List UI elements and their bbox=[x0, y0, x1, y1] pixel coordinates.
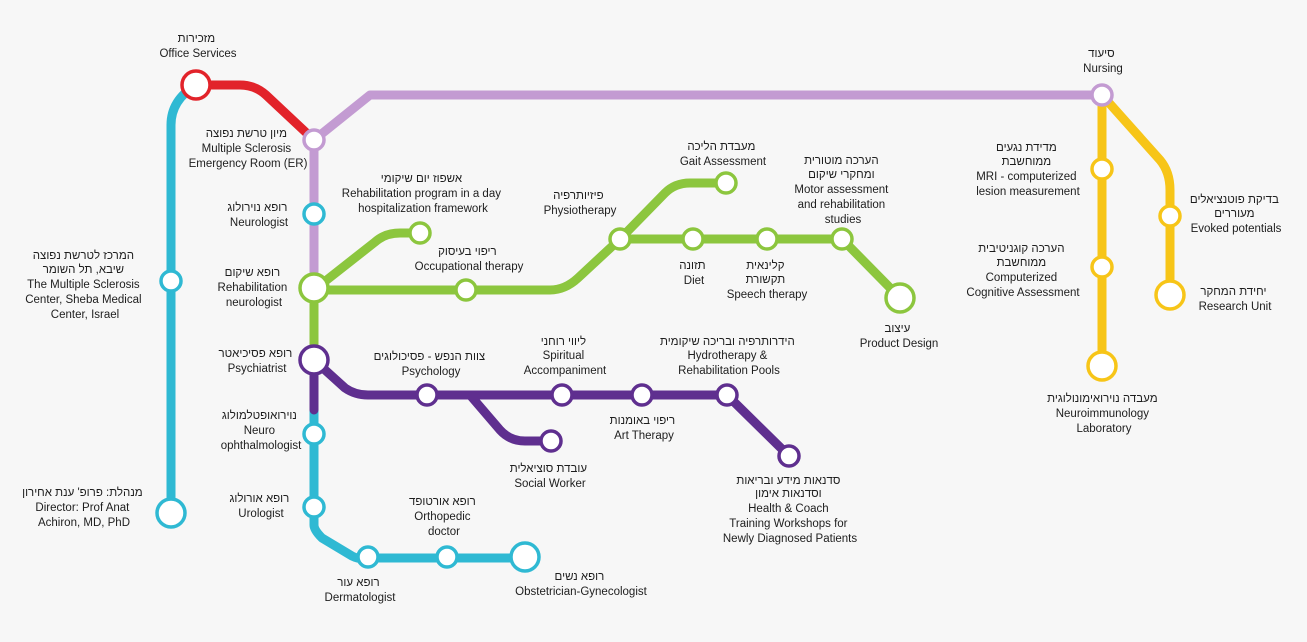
label-hydrotherapy: הידרותרפיה ובריכה שיקומית Hydrotherapy &… bbox=[660, 336, 798, 377]
station-speech[interactable] bbox=[755, 227, 779, 251]
station-workshops[interactable] bbox=[777, 444, 801, 468]
label-neuro-ophthalmologist: נוירואופטלמולוג Neuro ophthalmologist bbox=[221, 409, 302, 452]
station-psychiatrist[interactable] bbox=[298, 344, 330, 376]
line-rehab bbox=[309, 178, 905, 363]
station-product-design[interactable] bbox=[884, 282, 916, 314]
label-ms-er: מיון טרשת נפוצה Multiple Sclerosis Emerg… bbox=[189, 128, 308, 170]
station-evoked[interactable] bbox=[1158, 204, 1182, 228]
label-speech: קלינאית תקשורת Speech therapy bbox=[727, 259, 808, 301]
label-office-services: מזכירות Office Services bbox=[159, 33, 236, 60]
label-neurologist: רופא נוירולוג Neurologist bbox=[227, 201, 290, 229]
station-research-unit[interactable] bbox=[1154, 279, 1186, 311]
label-cognitive: הערכה קוגניטיבית ממוחשבת Computerized Co… bbox=[966, 243, 1080, 299]
label-ms-center: המרכז לטרשת נפוצה שיבא, תל השומר The Mul… bbox=[25, 249, 145, 321]
label-art-therapy: ריפוי באומנות Art Therapy bbox=[610, 415, 679, 442]
label-product-design: עיצוב Product Design bbox=[860, 323, 939, 350]
station-director[interactable] bbox=[155, 497, 187, 529]
label-occupational: ריפוי בעיסוק Occupational therapy bbox=[415, 246, 524, 273]
label-rehab-neurologist: רופא שיקום Rehabilitation neurologist bbox=[218, 267, 291, 309]
label-director: מנהלת: פרופ' ענת אחירון Director: Prof A… bbox=[22, 486, 146, 529]
station-neurologist[interactable] bbox=[302, 202, 326, 226]
station-office-services[interactable] bbox=[180, 69, 212, 101]
label-diet: תזונה Diet bbox=[679, 260, 709, 287]
label-rehab-day: אשפוז יום שיקומי Rehabilitation program … bbox=[342, 173, 504, 215]
label-gynecologist: רופא נשים Obstetrician-Gynecologist bbox=[515, 571, 647, 598]
station-occupational[interactable] bbox=[454, 278, 478, 302]
label-mri: מדידת נגעים ממוחשבת MRI - computerized l… bbox=[976, 142, 1080, 198]
label-evoked: בדיקת פוטנציאלים מעוררים Evoked potentia… bbox=[1190, 193, 1282, 235]
station-ms-er[interactable] bbox=[302, 128, 326, 152]
label-gait: מעבדת הליכה Gait Assessment bbox=[680, 140, 767, 168]
line-office bbox=[191, 80, 319, 145]
label-spiritual: ליווי רוחני Spiritual Accompaniment bbox=[524, 335, 607, 377]
station-cognitive[interactable] bbox=[1090, 255, 1114, 279]
station-urologist[interactable] bbox=[302, 495, 326, 519]
label-psychology: צוות הנפש - פסיכולוגים Psychology bbox=[374, 350, 489, 378]
station-ms-center[interactable] bbox=[159, 269, 183, 293]
label-social-worker: עובדת סוציאלית Social Worker bbox=[510, 462, 591, 490]
station-neuroimmunology[interactable] bbox=[1086, 350, 1118, 382]
label-urologist: רופא אורולוג Urologist bbox=[229, 492, 292, 520]
label-motor: הערכה מוטורית ומחקרי שיקום Motor assessm… bbox=[794, 155, 891, 226]
stations-layer bbox=[155, 69, 1186, 573]
station-spiritual[interactable] bbox=[550, 383, 574, 407]
station-gait[interactable] bbox=[714, 171, 738, 195]
station-orthopedic[interactable] bbox=[435, 545, 459, 569]
station-social-worker[interactable] bbox=[539, 429, 563, 453]
station-mri[interactable] bbox=[1090, 157, 1114, 181]
station-physiotherapy[interactable] bbox=[608, 227, 632, 251]
station-art-therapy[interactable] bbox=[630, 383, 654, 407]
station-rehab-day[interactable] bbox=[408, 221, 432, 245]
station-diet[interactable] bbox=[681, 227, 705, 251]
line-research bbox=[1097, 90, 1175, 371]
station-dermatologist[interactable] bbox=[356, 545, 380, 569]
label-neuroimmunology: מעבדה נוירואימונולוגית Neuroimmunology L… bbox=[1047, 392, 1161, 435]
station-motor[interactable] bbox=[830, 227, 854, 251]
station-hydrotherapy[interactable] bbox=[715, 383, 739, 407]
label-research-unit: יחידת המחקר Research Unit bbox=[1199, 286, 1273, 313]
station-gynecologist[interactable] bbox=[509, 541, 541, 573]
label-psychiatrist: רופא פסיכיאטר Psychiatrist bbox=[219, 348, 296, 375]
station-psychology[interactable] bbox=[415, 383, 439, 407]
labels-layer: מזכירות Office Services סיעוד Nursing מי… bbox=[22, 33, 1282, 604]
station-neuro-ophthalmologist[interactable] bbox=[302, 422, 326, 446]
station-rehab-neurologist[interactable] bbox=[298, 272, 330, 304]
label-nursing: סיעוד Nursing bbox=[1083, 48, 1123, 75]
label-workshops: סדנאות מידע ובריאות וסדנאות אימון Health… bbox=[723, 475, 857, 545]
station-nursing[interactable] bbox=[1090, 83, 1114, 107]
label-dermatologist: רופא עור Dermatologist bbox=[325, 577, 397, 604]
label-physiotherapy: פיזיותרפיה Physiotherapy bbox=[544, 190, 617, 217]
label-orthopedic: רופא אורטופד Orthopedic doctor bbox=[409, 496, 479, 538]
